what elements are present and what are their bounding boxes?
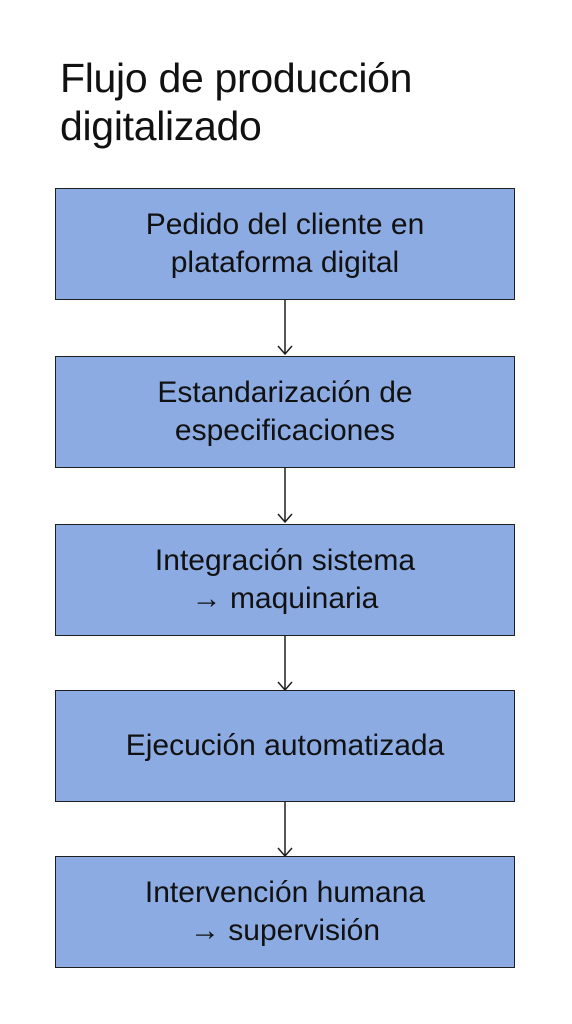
step-customer-order: Pedido del cliente en plataforma digital bbox=[55, 188, 515, 300]
arrow-down-icon bbox=[276, 300, 294, 356]
arrow-down-icon bbox=[276, 468, 294, 524]
arrow-down-icon bbox=[276, 802, 294, 858]
step-human-intervention: Intervención humana → supervisión bbox=[55, 856, 515, 968]
step-automated-execution: Ejecución automatizada bbox=[55, 690, 515, 802]
diagram-title: Flujo de producción digitalizado bbox=[60, 55, 413, 149]
step-system-integration: Integración sistema → maquinaria bbox=[55, 524, 515, 636]
arrow-down-icon bbox=[276, 636, 294, 692]
step-standardization: Estandarización de especificaciones bbox=[55, 356, 515, 468]
